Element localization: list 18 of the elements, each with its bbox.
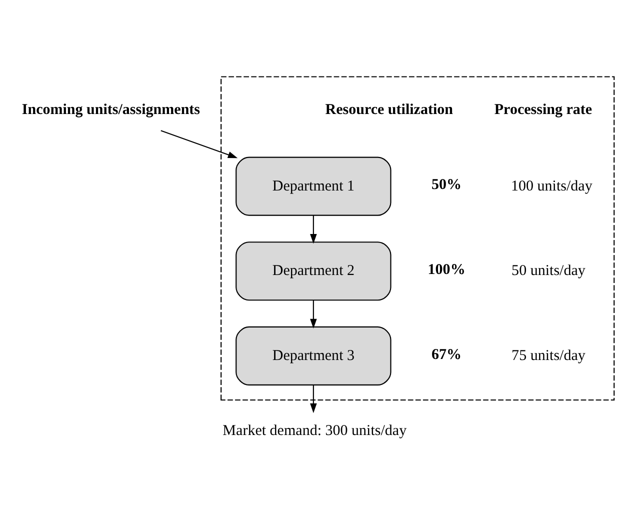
node-box: Department 1 — [235, 156, 391, 216]
arrow — [310, 215, 316, 244]
node-text: Incoming units/assignments — [21, 102, 200, 118]
node-label: 100% — [427, 262, 465, 278]
node-label: 50% — [431, 177, 462, 194]
node-box: Department 3 — [235, 326, 391, 386]
node-label: 50 units/day — [511, 263, 585, 280]
arrow — [310, 300, 316, 329]
node-box: Department 2 — [235, 242, 391, 301]
label: Processing rate — [494, 102, 592, 118]
node-label: 67% — [431, 346, 462, 363]
arrow — [160, 130, 238, 158]
label: Resource utilization — [324, 102, 453, 118]
node-text: Market demand: 300 units/day — [222, 423, 406, 440]
cluster — [220, 76, 614, 401]
arrow — [310, 385, 316, 414]
node-label: 75 units/day — [511, 348, 585, 364]
node-label: 100 units/day — [510, 178, 592, 194]
